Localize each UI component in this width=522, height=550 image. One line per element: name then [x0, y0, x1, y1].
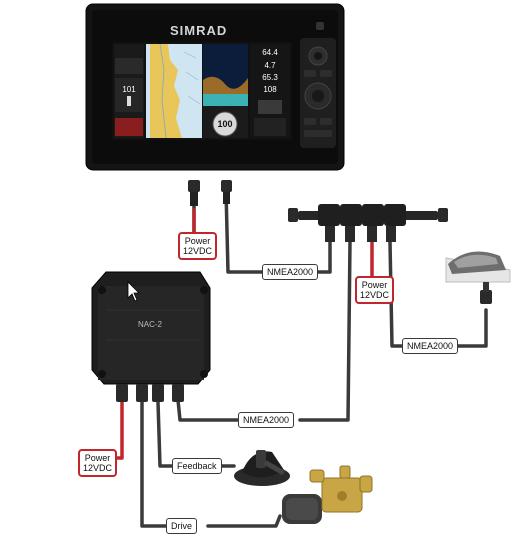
- nac2-autopilot-unit: NAC-2: [91, 271, 211, 402]
- cables: [106, 186, 488, 528]
- temperature-readout: 65.3: [262, 73, 278, 82]
- nac2-unit-label: NAC-2: [138, 320, 163, 329]
- display-nmea2000-label: NMEA2000: [262, 264, 319, 280]
- speed-readout: 4.7: [264, 61, 276, 70]
- unit-nmea-cable: [176, 398, 242, 422]
- unit-nmea2000-label: NMEA2000: [238, 412, 295, 428]
- unit-power-label-line1: Power: [84, 453, 111, 463]
- display-brand: SIMRAD: [170, 23, 227, 38]
- display-screen: 101 100 64.4 4.7 65.3 108: [112, 42, 292, 140]
- chart-land: [150, 44, 182, 138]
- heading-readout: 108: [263, 85, 277, 94]
- chartplotter-display: SIMRAD 101 100 64.4 4.7: [85, 3, 345, 171]
- display-power-label: Power 12VDC: [178, 232, 218, 260]
- display-nmea-cable: [224, 188, 264, 274]
- feedback-label: Feedback: [172, 458, 222, 474]
- rudder-feedback-unit: [234, 450, 290, 486]
- mouse-cursor-icon: [127, 281, 140, 302]
- nmea2000-backbone: [288, 204, 448, 242]
- drive-pump: [282, 465, 373, 524]
- backbone-power-label-line1: Power: [361, 280, 388, 290]
- left-panel-value: 101: [122, 85, 136, 94]
- autopilot-dial-value: 100: [217, 119, 232, 129]
- drive-cable: [206, 514, 282, 528]
- display-connectors: [188, 180, 232, 206]
- backbone-power-label-line2: 12VDC: [360, 290, 390, 300]
- depth-readout: 64.4: [262, 48, 278, 57]
- drive-label: Drive: [166, 518, 198, 534]
- heading-sensor: [445, 251, 511, 304]
- display-power-label-line1: Power: [184, 236, 211, 246]
- unit-power-label: Power 12VDC: [78, 449, 118, 477]
- sensor-nmea-cable-b: [454, 308, 488, 348]
- sensor-nmea2000-label: NMEA2000: [402, 338, 459, 354]
- display-power-label-line2: 12VDC: [183, 246, 213, 256]
- unit-power-label-line2: 12VDC: [83, 463, 113, 473]
- display-keypad: [300, 22, 336, 148]
- backbone-power-label: Power 12VDC: [355, 276, 395, 304]
